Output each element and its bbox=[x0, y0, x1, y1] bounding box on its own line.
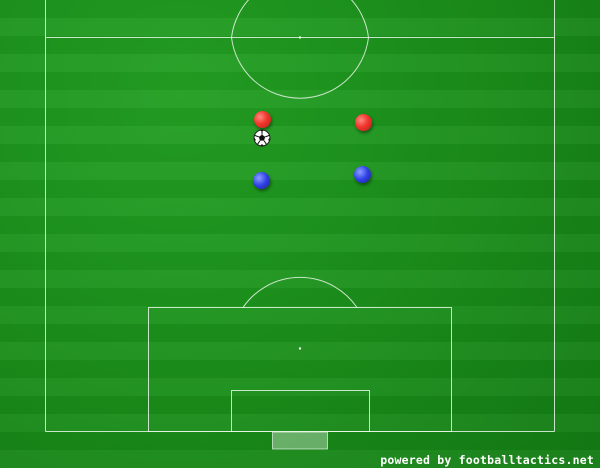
credit-text[interactable]: powered by footballtactics.net bbox=[380, 453, 594, 467]
goal-area bbox=[231, 390, 370, 432]
penalty-area bbox=[148, 307, 452, 432]
player-blue-2[interactable] bbox=[354, 166, 371, 183]
player-blue-1[interactable] bbox=[253, 172, 270, 189]
penalty-spot bbox=[298, 347, 302, 350]
center-circle-upper bbox=[231, 0, 369, 38]
player-red-1[interactable] bbox=[254, 111, 271, 128]
soccer-ball-icon[interactable] bbox=[253, 129, 271, 147]
penalty-arc bbox=[242, 276, 358, 308]
player-red-2[interactable] bbox=[355, 114, 372, 131]
center-spot bbox=[298, 36, 302, 39]
goal-net bbox=[272, 431, 328, 450]
center-circle-lower bbox=[231, 37, 369, 99]
